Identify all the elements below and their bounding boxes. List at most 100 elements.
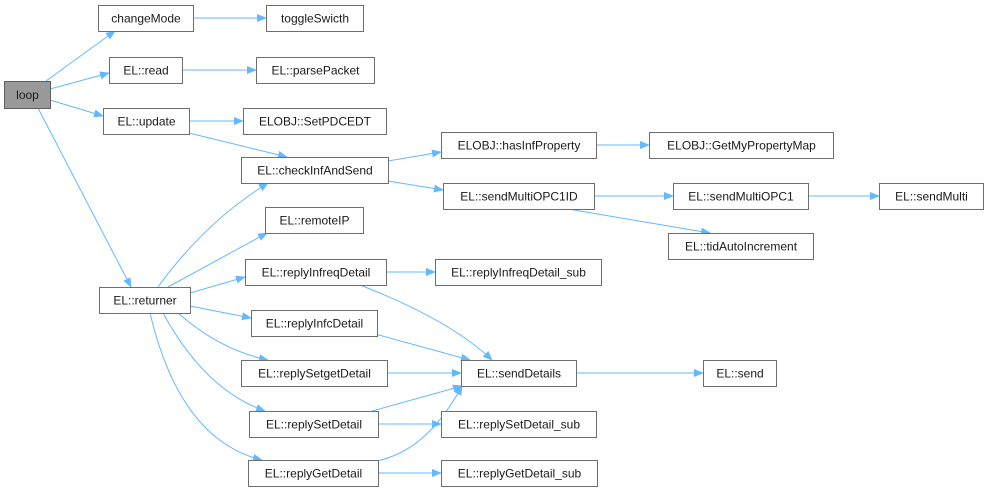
node-el_send[interactable]: EL::send [703,360,777,387]
node-label: EL::replySetDetail_sub [458,418,580,432]
node-label: EL::sendMulti [895,190,968,204]
edge-el_replyGetDetail-to-el_sendDetails [369,385,463,463]
node-elobj_hasInfProperty[interactable]: ELOBJ::hasInfProperty [441,132,597,159]
edge-el_checkInfAndSend-to-el_sendMultiOPC1ID [387,180,444,193]
edge-el_sendMultiOPC1ID-to-el_tidAutoIncrement [567,208,711,236]
edge-loop-to-el_read [49,71,110,90]
node-box [668,233,814,260]
node-label: EL::parsePacket [271,64,360,78]
node-el_parsePacket[interactable]: EL::parsePacket [256,57,375,84]
node-el_update[interactable]: EL::update [103,108,190,135]
node-box [241,360,388,387]
node-box [443,183,595,210]
node-label: EL::sendMultiOPC1ID [460,190,578,204]
edge-el_returner-to-el_replyInfreqDetail [189,275,246,294]
node-label: EL::sendMultiOPC1 [688,190,794,204]
node-box [673,183,809,210]
node-label: EL::replyGetDetail_sub [458,467,582,481]
node-box [243,108,387,135]
node-box [441,460,598,487]
node-el_replySetDetail[interactable]: EL::replySetDetail [249,411,379,438]
node-el_returner[interactable]: EL::returner [99,287,191,314]
node-el_replySetDetail_sub[interactable]: EL::replySetDetail_sub [441,411,597,438]
node-el_checkInfAndSend[interactable]: EL::checkInfAndSend [241,157,389,184]
node-label: EL::tidAutoIncrement [685,240,798,254]
node-label: EL::remoteIP [279,214,349,228]
edge-el_returner-to-el_replyInfcDetail [189,305,252,321]
node-box [4,81,51,109]
node-box [109,57,183,84]
node-box [98,5,194,32]
node-box [649,132,834,159]
call-edges [37,14,880,477]
node-label: EL::replyGetDetail [265,467,362,481]
node-el_remoteIP[interactable]: EL::remoteIP [265,207,364,234]
node-el_replyGetDetail_sub[interactable]: EL::replyGetDetail_sub [441,460,598,487]
node-label: loop [16,88,39,102]
edge-el_replyInfreqDetail-to-el_sendDetails [359,284,493,361]
node-box [265,207,364,234]
node-label: ELOBJ::hasInfProperty [458,139,581,153]
node-box [441,411,597,438]
node-label: EL::returner [113,294,176,308]
node-label: changeMode [111,12,181,26]
node-label: EL::replyInfcDetail [266,317,363,331]
edge-el_returner-to-el_checkInfAndSend [157,182,269,288]
node-el_sendMultiOPC1[interactable]: EL::sendMultiOPC1 [673,183,809,210]
node-el_replyGetDetail[interactable]: EL::replyGetDetail [248,460,379,487]
node-box [103,108,190,135]
edge-el_returner-to-el_replySetgetDetail [177,312,269,363]
edge-el_update-to-el_checkInfAndSend [188,132,288,159]
node-label: EL::replySetgetDetail [258,367,371,381]
edge-loop-to-el_returner [37,107,132,288]
node-box [879,183,984,210]
node-box [251,310,378,337]
node-box [245,259,387,286]
edge-loop-to-changeMode [45,30,116,82]
edge-el_returner-to-el_replyGetDetail [149,312,263,462]
node-elobj_GetMyPropertyMap[interactable]: ELOBJ::GetMyPropertyMap [649,132,834,159]
node-box [266,5,364,32]
node-label: EL::sendDetails [477,367,561,381]
edge-el_replySetDetail-to-el_sendDetails [371,384,463,412]
edge-el_returner-to-el_remoteIP [167,232,268,288]
node-box [99,287,191,314]
node-box [249,411,379,438]
node-el_sendMulti[interactable]: EL::sendMulti [879,183,984,210]
node-el_sendMultiOPC1ID[interactable]: EL::sendMultiOPC1ID [443,183,595,210]
node-label: EL::replyInfreqDetail_sub [451,266,586,280]
node-el_read[interactable]: EL::read [109,57,183,84]
node-label: EL::checkInfAndSend [257,164,372,178]
node-box [241,157,389,184]
node-el_replyInfreqDetail[interactable]: EL::replyInfreqDetail [245,259,387,286]
edge-el_replyInfcDetail-to-el_sendDetails [374,333,471,362]
node-label: ELOBJ::GetMyPropertyMap [667,139,816,153]
node-el_tidAutoIncrement[interactable]: EL::tidAutoIncrement [668,233,814,260]
node-box [461,360,577,387]
edge-el_checkInfAndSend-to-elobj_hasInfProperty [387,149,442,162]
node-label: EL::replySetDetail [266,418,362,432]
node-box [256,57,375,84]
node-box [435,259,602,286]
node-el_replySetgetDetail[interactable]: EL::replySetgetDetail [241,360,388,387]
edge-el_returner-to-el_replySetDetail [162,312,266,412]
node-el_replyInfreqDetail_sub[interactable]: EL::replyInfreqDetail_sub [435,259,602,286]
node-box [441,132,597,159]
node-loop[interactable]: loop [4,81,51,109]
node-label: ELOBJ::SetPDCEDT [259,115,372,129]
node-label: EL::replyInfreqDetail [262,266,371,280]
node-box [703,360,777,387]
node-label: EL::read [123,64,168,78]
node-toggleSwicth[interactable]: toggleSwicth [266,5,364,32]
edge-loop-to-el_update [49,99,104,118]
node-elobj_SetPDCEDT[interactable]: ELOBJ::SetPDCEDT [243,108,387,135]
node-label: toggleSwicth [281,12,349,26]
node-el_sendDetails[interactable]: EL::sendDetails [461,360,577,387]
node-label: EL::update [117,115,175,129]
node-label: EL::send [716,367,763,381]
node-el_replyInfcDetail[interactable]: EL::replyInfcDetail [251,310,378,337]
node-box [248,460,379,487]
node-changeMode[interactable]: changeMode [98,5,194,32]
